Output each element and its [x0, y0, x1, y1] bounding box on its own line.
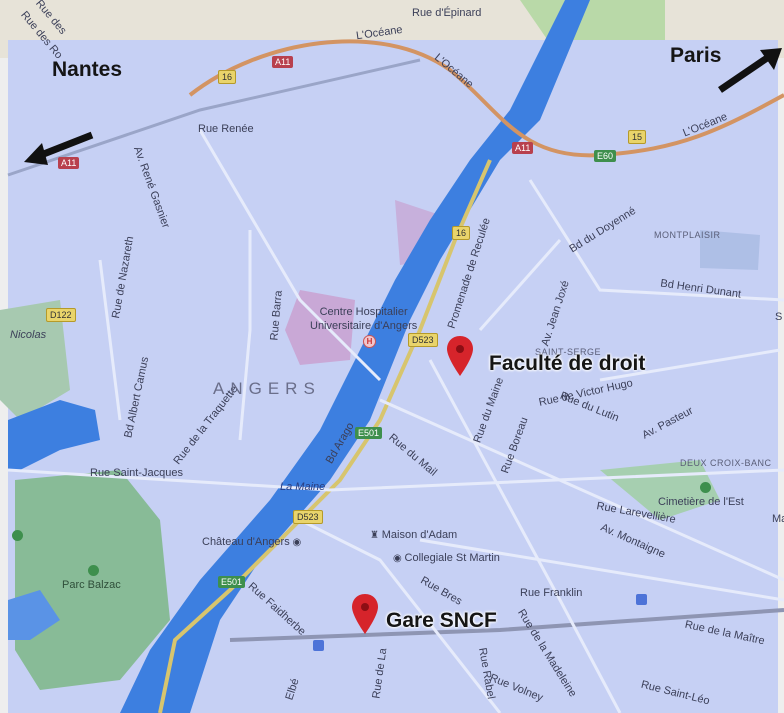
park-icon: [88, 565, 99, 576]
place-label-cimetiere: Cimetière de l'Est: [658, 496, 744, 508]
place-label-chateau: Château d'Angers ◉: [202, 537, 301, 548]
city-label-paris: Paris: [670, 44, 722, 67]
edge-label: S: [775, 311, 783, 323]
edge-label: Ma: [772, 513, 784, 525]
collegiale-text: Collegiale St Martin: [404, 552, 500, 564]
train-station-icon: [313, 640, 324, 651]
shield-d122: D122: [46, 308, 76, 322]
landmark-icon: ♜: [370, 530, 382, 541]
place-label-chu: Centre Hospitalier Universitaire d'Anger…: [310, 306, 418, 332]
place-label-nicolas: Nicolas: [10, 329, 47, 341]
shield-16-top: 16: [218, 70, 237, 84]
street-label: Rue Saint-Jacques: [90, 467, 183, 479]
park-icon: [12, 530, 23, 541]
shield-e501-b: E501: [218, 576, 246, 588]
map-pin-gare-icon[interactable]: [352, 594, 378, 634]
maison-adam-text: Maison d'Adam: [381, 529, 458, 541]
map-pin-faculte-icon[interactable]: [447, 336, 473, 376]
shield-a11-top: A11: [272, 56, 294, 68]
chateau-text: Château d'Angers: [202, 536, 290, 548]
landmark-icon: ◉: [289, 537, 302, 548]
street-label: Rue Franklin: [520, 587, 583, 599]
bus-stop-icon: [636, 594, 647, 605]
shield-a11-left: A11: [58, 157, 80, 169]
shield-d523-a: D523: [408, 333, 438, 347]
quarter-label-deux-croix: DEUX CROIX-BANC: [680, 458, 772, 468]
shield-a11-mid: A11: [512, 142, 534, 154]
place-label-maison-adam: ♜ Maison d'Adam: [370, 530, 457, 541]
shield-16-mid: 16: [452, 226, 471, 240]
arrow-northeast-icon: [718, 48, 782, 93]
marker-label-faculte: Faculté de droit: [489, 352, 646, 375]
quarter-label-saint-serge: SAINT-SERGE: [535, 347, 602, 357]
shield-15: 15: [628, 130, 647, 144]
district-label-angers: ANGERS: [213, 379, 321, 398]
landmark-icon: ◉: [393, 553, 405, 564]
place-label-collegiale: ◉ Collegiale St Martin: [393, 553, 500, 564]
street-label: Rue Renée: [198, 123, 254, 135]
cemetery-icon: [700, 482, 711, 493]
shield-e501-a: E501: [355, 427, 383, 439]
street-label: Rue d'Épinard: [412, 7, 482, 19]
marker-label-gare: Gare SNCF: [386, 609, 497, 632]
shield-d523-b: D523: [293, 510, 323, 524]
hospital-icon: H: [363, 335, 376, 348]
quarter-label-montplaisir: MONTPLAISIR: [654, 230, 721, 240]
arrow-west-icon: [24, 131, 94, 165]
place-label-la-maine: La Maine: [280, 481, 326, 493]
place-label-parc-balzac: Parc Balzac: [62, 579, 121, 591]
city-label-nantes: Nantes: [52, 58, 123, 81]
shield-e60: E60: [594, 150, 617, 162]
